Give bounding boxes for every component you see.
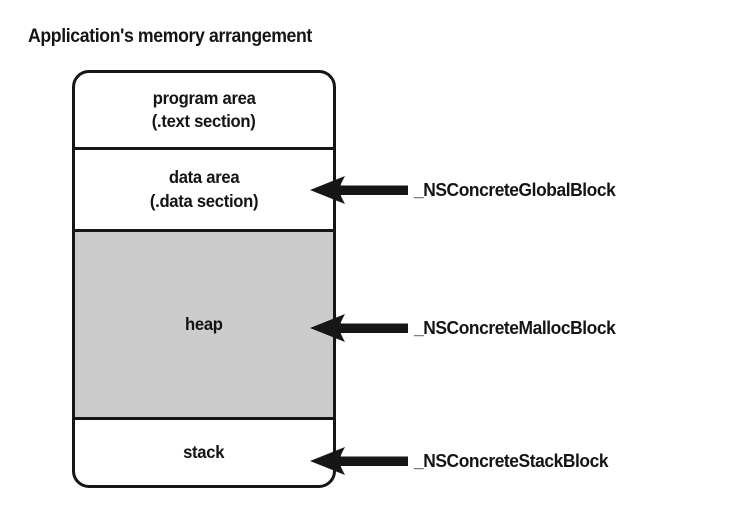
pointer-label-malloc-block: _NSConcreteMallocBlock	[414, 317, 616, 338]
memory-segment-stack: stack	[75, 420, 333, 485]
memory-segment-program-area: program area (.text section)	[75, 73, 333, 150]
segment-label-line1: program area	[152, 87, 256, 108]
left-arrow-icon	[310, 314, 408, 342]
memory-segment-data-area: data area (.data section)	[75, 150, 333, 232]
left-arrow-icon	[310, 176, 408, 204]
pointer-row-global-block: _NSConcreteGlobalBlock	[305, 175, 628, 205]
pointer-row-stack-block: _NSConcreteStackBlock	[305, 446, 620, 476]
memory-segment-heap: heap	[75, 232, 333, 420]
segment-label-line1: data area	[168, 167, 240, 188]
pointer-label-stack-block: _NSConcreteStackBlock	[414, 450, 609, 471]
page-title: Application's memory arrangement	[28, 26, 312, 47]
segment-label-line2: (.text section)	[152, 111, 256, 131]
segment-label-line2: (.data section)	[149, 190, 259, 211]
left-arrow-icon	[310, 447, 408, 475]
segment-label-line1: stack	[183, 441, 225, 462]
clipped-caption-fragment	[0, 0, 752, 2]
pointer-row-malloc-block: _NSConcreteMallocBlock	[305, 313, 628, 343]
segment-label-line1: heap	[185, 313, 223, 334]
pointer-label-global-block: _NSConcreteGlobalBlock	[414, 179, 616, 200]
memory-layout-diagram: program area (.text section) data area (…	[72, 70, 336, 488]
